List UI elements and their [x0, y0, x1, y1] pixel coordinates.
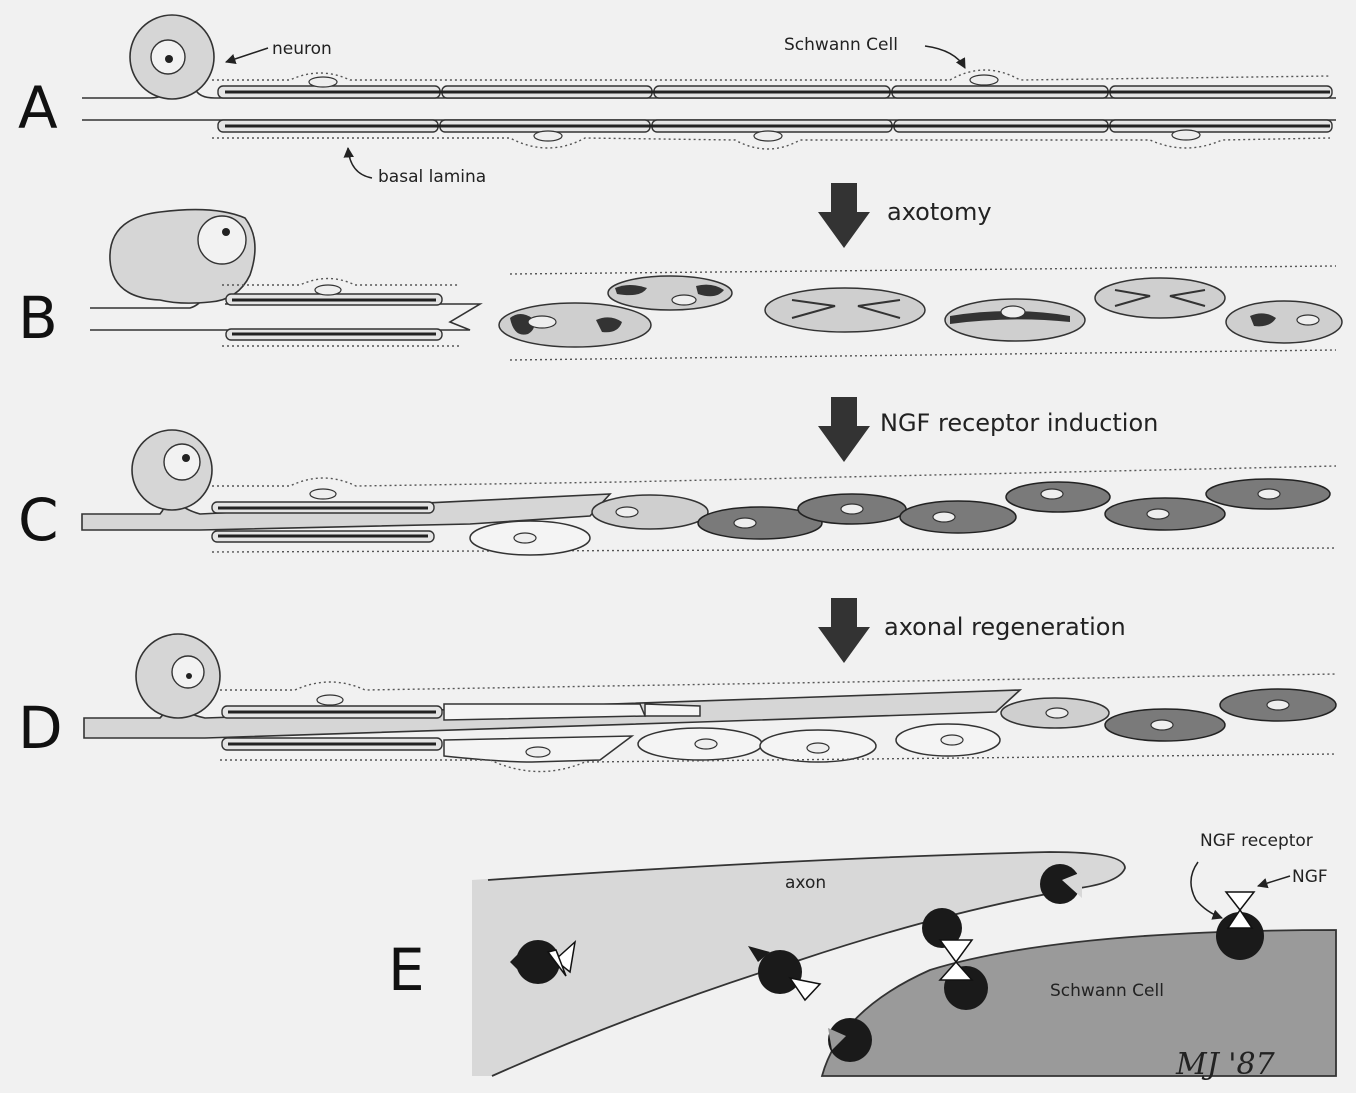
down-arrow-icon: [831, 598, 857, 628]
panel-c: C: [18, 430, 1336, 555]
artist-signature: MJ '87: [1175, 1047, 1276, 1082]
step-axonal-regeneration: axonal regeneration: [818, 598, 1126, 663]
panel-b: B: [18, 210, 1342, 360]
schwann-cell-label-a: Schwann Cell: [784, 35, 898, 55]
neuron-label: neuron: [272, 39, 332, 59]
panel-d: D: [18, 634, 1336, 772]
ngf-receptor-label: NGF receptor: [1200, 831, 1313, 851]
basal-lamina-top-d: [220, 674, 1336, 690]
axon-label: axon: [785, 873, 826, 893]
basal-lamina-top-b: [510, 266, 1336, 274]
panel-e: E axon Schwann Cell NGF receptor NGF: [388, 831, 1336, 1082]
panel-letter-c: C: [18, 486, 59, 554]
neuron-c: [132, 430, 212, 510]
panel-letter-a: A: [18, 74, 58, 142]
basal-lamina-top-a: [212, 70, 1330, 80]
panel-letter-e: E: [388, 936, 425, 1004]
panel-letter-d: D: [18, 694, 63, 762]
basal-lamina-top-c: [212, 466, 1336, 486]
neuron-a: [130, 15, 214, 99]
basal-lamina-bottom-b: [510, 350, 1336, 360]
step-label-ngf-receptor-induction: NGF receptor induction: [880, 409, 1158, 437]
panel-a: A: [18, 15, 1336, 187]
ngf-label: NGF: [1292, 867, 1328, 887]
down-arrow-icon: [831, 397, 857, 427]
step-label-axotomy: axotomy: [887, 198, 992, 226]
myelin-segments-a: [218, 75, 1332, 141]
panel-letter-b: B: [18, 284, 58, 352]
step-label-axonal-regeneration: axonal regeneration: [884, 613, 1126, 641]
schwann-cell-label-e: Schwann Cell: [1050, 981, 1164, 1001]
down-arrow-icon: [831, 183, 857, 213]
basal-lamina-bottom-c: [212, 548, 1336, 552]
step-axotomy: axotomy: [818, 183, 992, 248]
neuron-d: [136, 634, 220, 718]
neuron-b: [110, 210, 255, 304]
basal-lamina-label: basal lamina: [378, 167, 486, 187]
step-ngf-receptor-induction: NGF receptor induction: [818, 397, 1158, 462]
degenerating-schwann-cells-b: [499, 276, 1342, 347]
schwann-cells-c: [470, 479, 1330, 555]
